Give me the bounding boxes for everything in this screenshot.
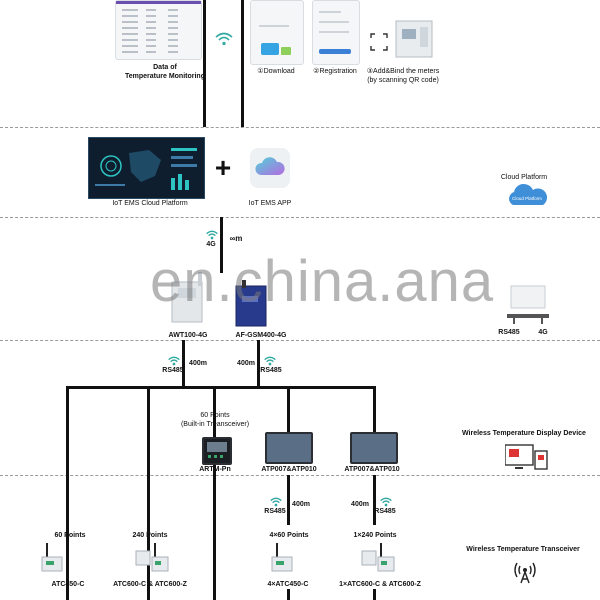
wireless-display-label: Wireless Temperature Display Device: [462, 430, 586, 437]
bottom-stub-4: [287, 589, 290, 600]
add-bind-label: ③Add&Bind the meters (by scanning QR cod…: [366, 68, 440, 84]
separator-2: [0, 217, 600, 218]
iot-cloud-dashboard: [88, 137, 205, 199]
sixty-builtin-label: 60 Points (Built-in Treansceiver): [180, 412, 250, 428]
atc600x1-device: [358, 543, 398, 577]
wifi-icon-rs485-b: [264, 356, 276, 366]
cloud-to-gateway-line: [220, 217, 223, 273]
rs485-a-label: RS485: [162, 367, 184, 374]
monitor-icon: [504, 443, 549, 473]
wifi-icon-rs485-d: [380, 497, 392, 507]
atc450-device: [40, 543, 74, 577]
atc600-device: [132, 543, 172, 577]
app-cloud-icon: [255, 157, 285, 175]
router-icon: [505, 282, 551, 326]
iot-app-icon-bg: [250, 148, 290, 188]
inf-m-label: ∞m: [229, 234, 243, 243]
atc600-label: ATC600-C & ATC600-Z: [113, 581, 187, 588]
p4x60-label: 4×60 Points: [269, 532, 309, 539]
data-table-graphic: [116, 1, 201, 53]
main-bus-line: [66, 386, 376, 389]
awt100-device: [168, 272, 210, 326]
iot-cloud-platform-label: IoT EMS Cloud Platform: [112, 200, 188, 207]
atc450x4-label: 4×ATC450-C: [267, 581, 309, 588]
rs485-d-label: RS485: [374, 508, 396, 515]
m400-d-label: 400m: [351, 501, 369, 508]
qr-scan-icon: [370, 33, 388, 51]
download-screen: [250, 0, 304, 65]
meter-device-top: [394, 15, 434, 60]
rs485-c-label: RS485: [264, 508, 286, 515]
atp2-label: ATP007&ATP010: [344, 466, 400, 473]
bus-drop-4: [287, 386, 290, 432]
afgsm400-device: [232, 278, 272, 328]
registration-screen: [312, 0, 360, 65]
dashboard-graphic: [95, 148, 197, 190]
g4-right-label: 4G: [538, 329, 548, 336]
artm-label: ARTM-Pn: [199, 466, 231, 473]
awt-label: AWT100-4G: [168, 332, 208, 339]
wifi-icon-rs485-a: [168, 356, 180, 366]
watermark-text: en.china.ana: [150, 249, 495, 314]
m400-a-label: 400m: [189, 360, 207, 367]
separator-3: [0, 340, 600, 341]
data-temp-label: Data of Temperature Monitoring: [125, 64, 205, 80]
wifi-icon: [215, 32, 233, 46]
rs485-b-label: RS485: [260, 367, 282, 374]
artm-device: [202, 437, 232, 465]
cloud-platform-label: Cloud Platform: [500, 174, 548, 181]
atc450-label: ATC450-C: [51, 581, 85, 588]
bus-drop-5: [373, 386, 376, 432]
bus-drop-2: [147, 386, 150, 600]
wifi-icon-rs485-c: [270, 497, 282, 507]
p240-label: 240 Points: [132, 532, 168, 539]
cloud-badge-text: Cloud Platform: [512, 196, 542, 201]
atc600x1-label: 1×ATC600-C & ATC600-Z: [339, 581, 421, 588]
top-link-left: [203, 0, 206, 127]
wireless-transceiver-label: Wireless Temperature Transceiver: [466, 546, 580, 553]
bottom-stub-5: [373, 589, 376, 600]
download-screen-graphic: [259, 25, 291, 55]
plus-sign: +: [214, 152, 232, 183]
atp2-down-line: [373, 475, 376, 525]
top-link-right: [241, 0, 244, 127]
bus-drop-3: [213, 386, 216, 600]
atp-device-2: [350, 432, 398, 464]
g4-top-label: 4G: [206, 241, 216, 248]
separator-1: [0, 127, 600, 128]
registration-label: ②Registration: [313, 68, 357, 75]
p60-label: 60 Points: [54, 532, 86, 539]
iot-app-label: IoT EMS APP: [248, 200, 292, 207]
cloud-icon: Cloud Platform: [505, 183, 549, 207]
bus-drop-1: [66, 386, 69, 600]
m400-c-label: 400m: [292, 501, 310, 508]
m400-b-label: 400m: [237, 360, 255, 367]
atp-device-1: [265, 432, 313, 464]
registration-screen-graphic: [319, 11, 351, 54]
separator-4: [0, 475, 600, 476]
temperature-data-sheet: [115, 0, 202, 60]
p1x240-label: 1×240 Points: [353, 532, 397, 539]
atp1-label: ATP007&ATP010: [261, 466, 317, 473]
antenna-icon: [514, 562, 536, 584]
wifi-icon-4g: [206, 230, 218, 240]
download-label: ①Download: [257, 68, 295, 75]
afgsm-down-line: [257, 340, 260, 388]
afgsm-label: AF-GSM400-4G: [235, 332, 287, 339]
atp1-down-line: [287, 475, 290, 525]
rs485-right-label: RS485: [498, 329, 520, 336]
atc450x4-device: [270, 543, 304, 577]
awt-down-line: [182, 340, 185, 388]
